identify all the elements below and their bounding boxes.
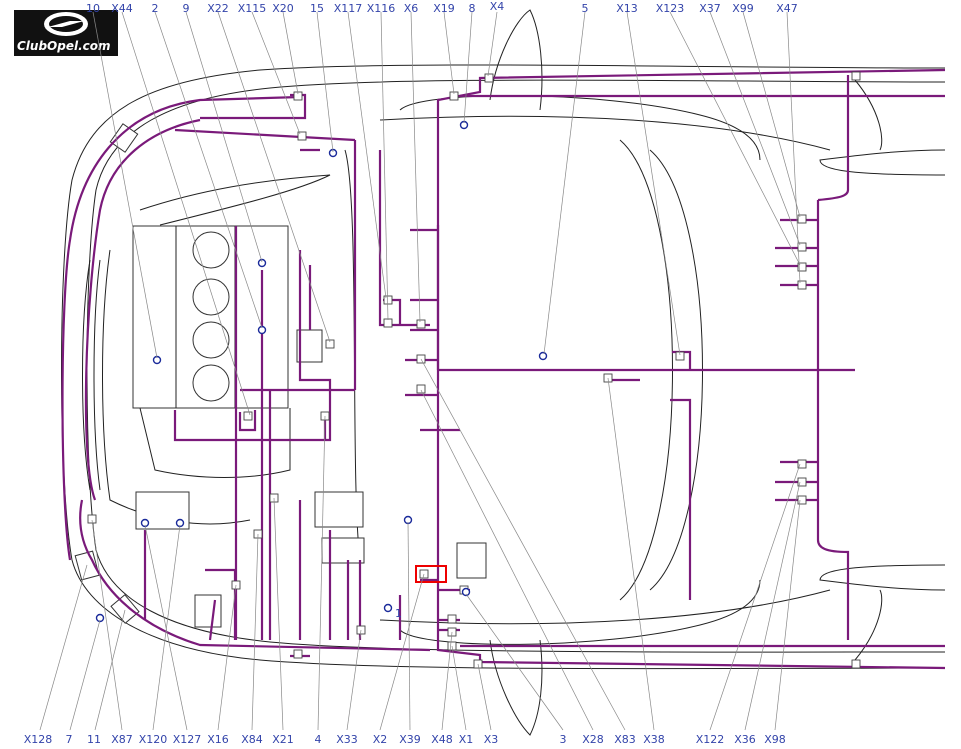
label-bottom: 7: [66, 733, 73, 746]
label-top: X22: [207, 2, 229, 15]
label-bottom: 11: [87, 733, 101, 746]
label-bottom: X28: [582, 733, 604, 746]
label-bottom: X38: [643, 733, 665, 746]
clubopel-logo: ClubOpel.com: [14, 10, 118, 56]
label-top: X20: [272, 2, 294, 15]
label-top: X4: [490, 0, 505, 13]
label-bottom: X83: [614, 733, 636, 746]
label-top: 5: [582, 2, 589, 15]
label-bottom: X87: [111, 733, 133, 746]
label-bottom: X21: [272, 733, 294, 746]
lamps: [95, 120, 548, 623]
label-bottom: X127: [173, 733, 202, 746]
label-top: X115: [238, 2, 267, 15]
label-top: X123: [656, 2, 685, 15]
label-top: X117: [334, 2, 363, 15]
leaders-top: [92, 11, 801, 416]
label-top: 15: [310, 2, 324, 15]
label-top: X13: [616, 2, 638, 15]
label-bottom: X2: [373, 733, 388, 746]
highlight-box: [415, 565, 447, 583]
label-bottom: 4: [315, 733, 322, 746]
label-top: 8: [469, 2, 476, 15]
inline-label: 1: [395, 607, 402, 620]
label-bottom: X3: [484, 733, 499, 746]
wiring-harness: [61, 68, 946, 670]
label-top: X19: [433, 2, 455, 15]
label-bottom: X16: [207, 733, 229, 746]
leaders-bottom: [39, 358, 801, 731]
label-top: 2: [152, 2, 159, 15]
logo-text: ClubOpel.com: [17, 39, 111, 53]
label-top: 10: [86, 2, 100, 15]
label-top: X37: [699, 2, 721, 15]
car-body-outline: [61, 9, 946, 736]
label-top: X6: [404, 2, 419, 15]
label-top: X116: [367, 2, 396, 15]
label-bottom: X1: [459, 733, 474, 746]
label-top: X99: [732, 2, 754, 15]
label-bottom: X122: [696, 733, 725, 746]
label-bottom: X84: [241, 733, 263, 746]
label-bottom: X33: [336, 733, 358, 746]
label-bottom: X128: [24, 733, 53, 746]
label-bottom: 3: [560, 733, 567, 746]
label-bottom: X48: [431, 733, 453, 746]
label-bottom: X39: [399, 733, 421, 746]
label-bottom: X36: [734, 733, 756, 746]
label-top: X44: [111, 2, 133, 15]
label-bottom: X120: [139, 733, 168, 746]
labels-bottom: X128 7 11 X87 X120 X127 X16 X84 X21 4 X3…: [24, 733, 786, 746]
label-bottom: X98: [764, 733, 786, 746]
label-top: 9: [183, 2, 190, 15]
labels-top: 10 X44 2 9 X22 X115 X20 15 X117 X116 X6 …: [86, 0, 798, 15]
label-top: X47: [776, 2, 798, 15]
